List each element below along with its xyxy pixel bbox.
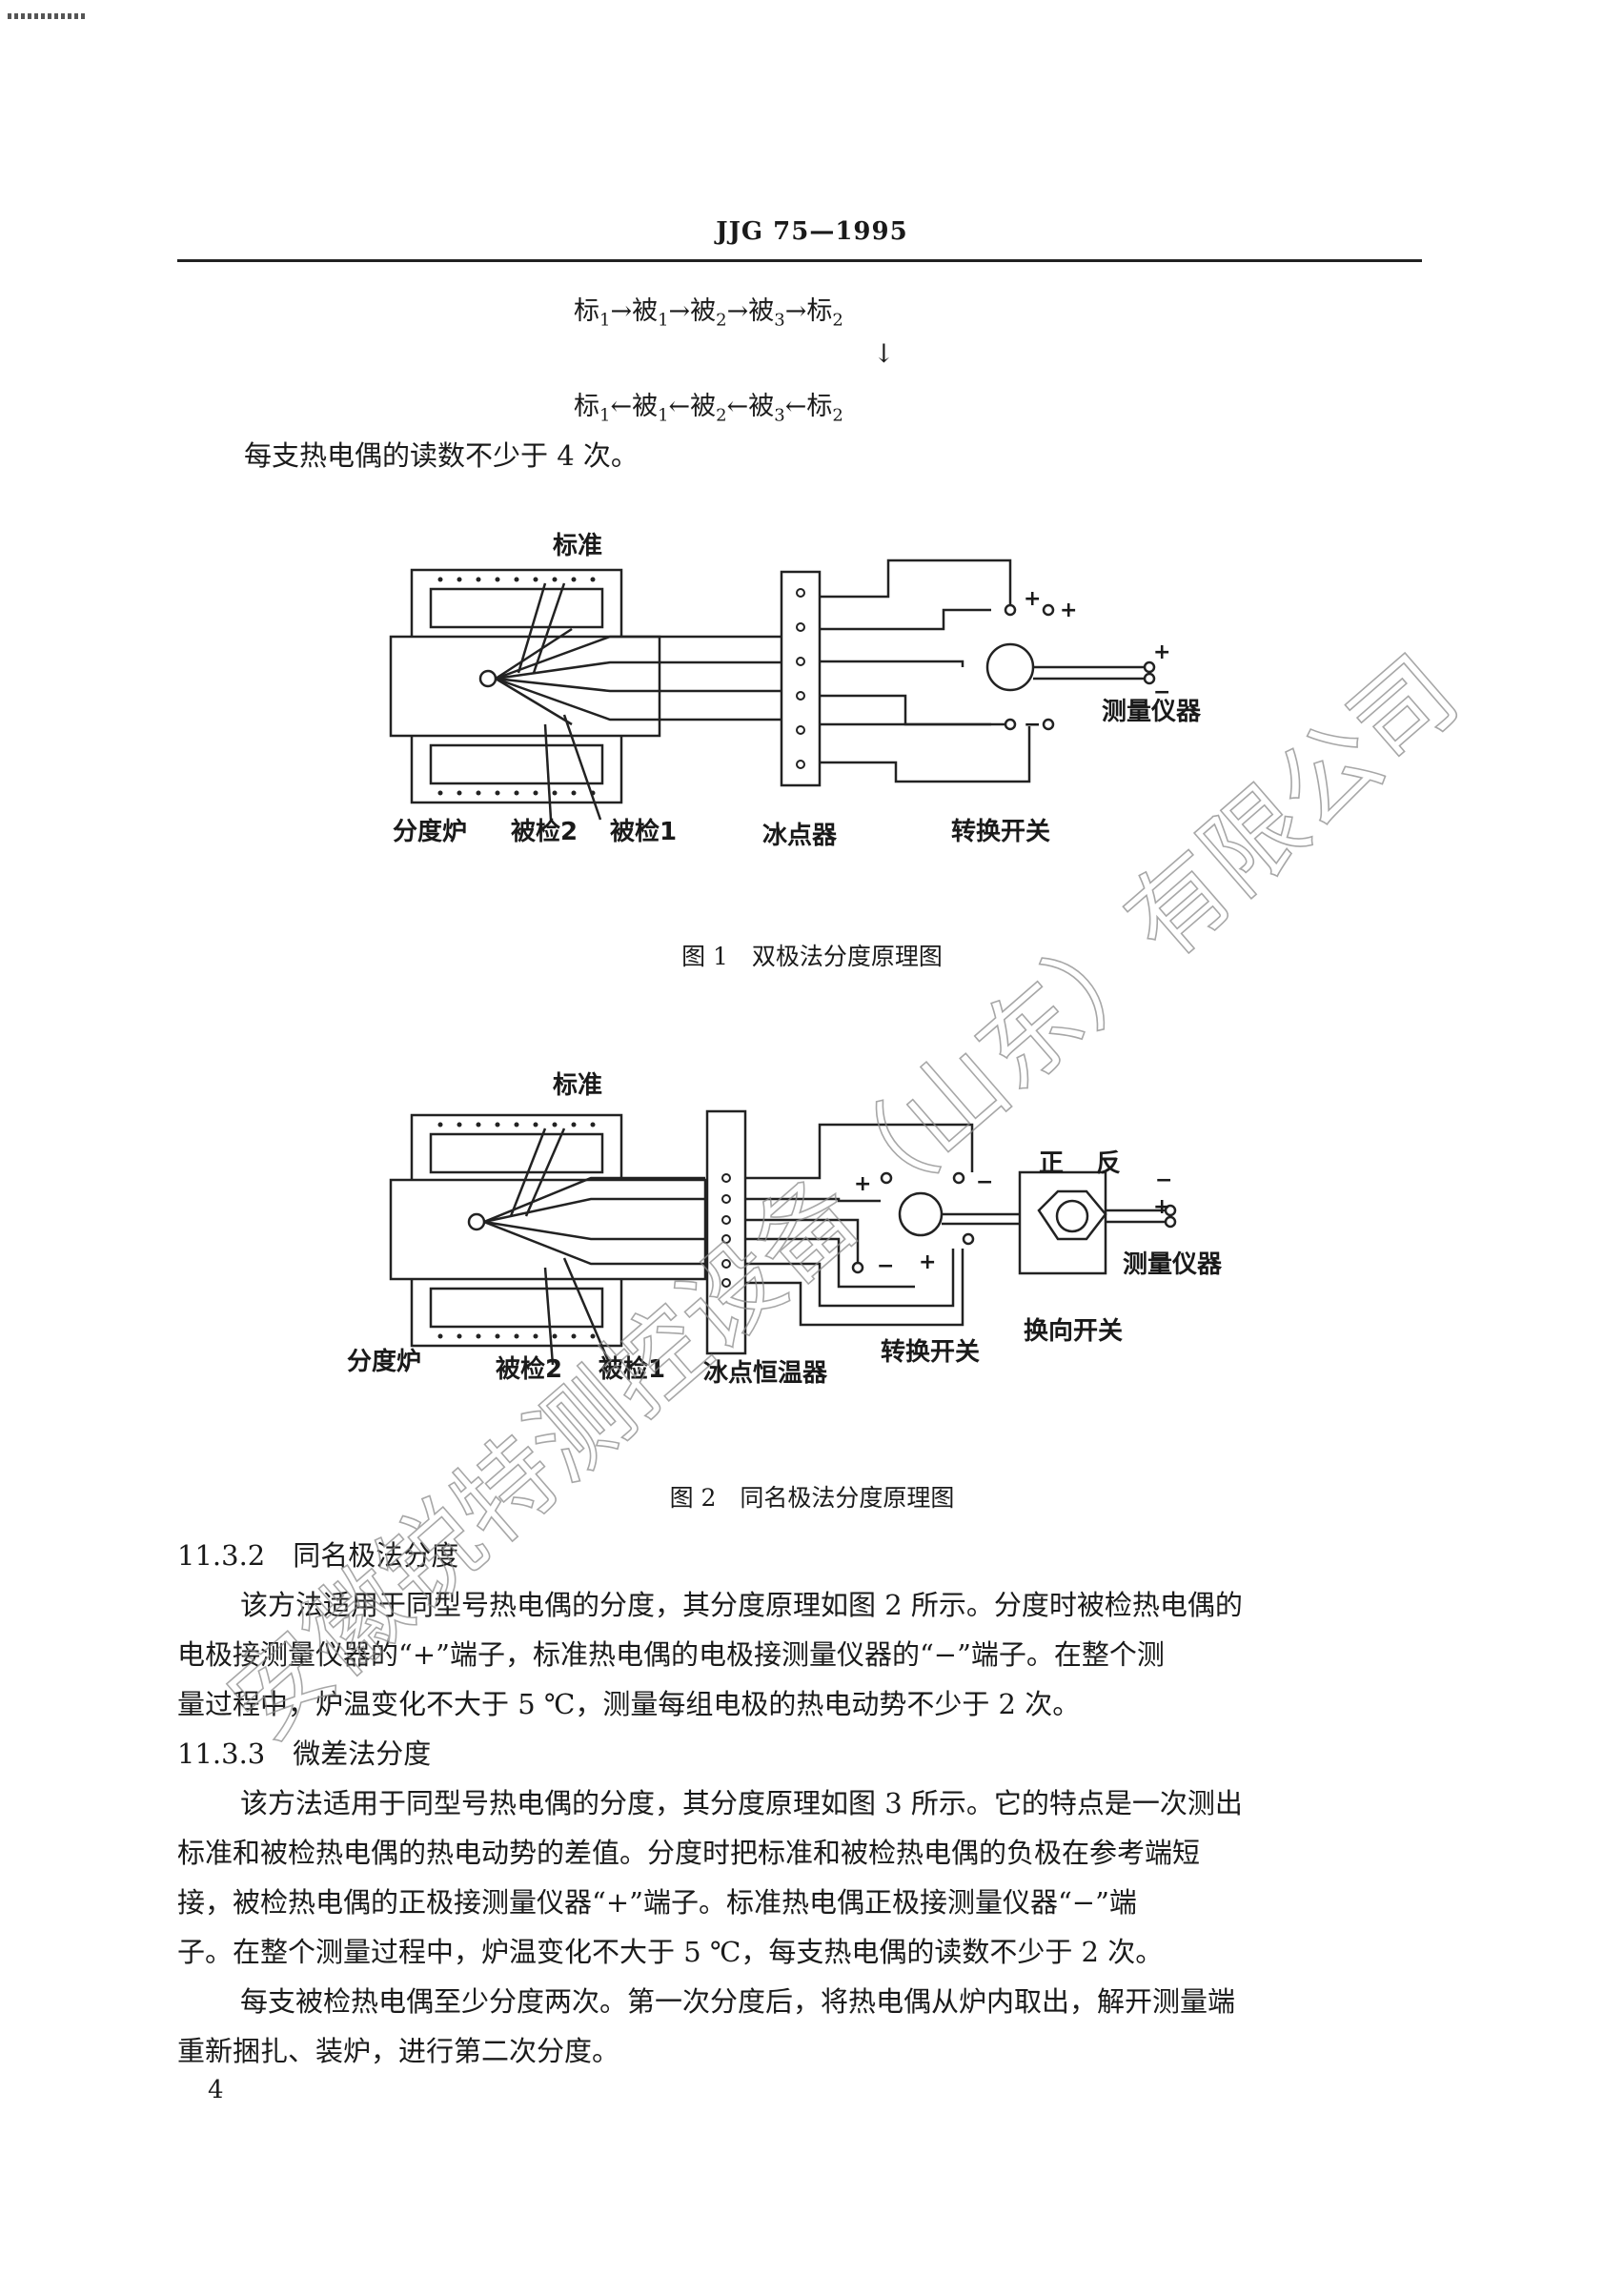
figure-1-diagram — [389, 559, 1156, 821]
fig2-label-forward: 正 — [1039, 1149, 1065, 1178]
figure-2-caption: 图 2 同名极法分度原理图 — [669, 1484, 955, 1512]
seq-item: 被1 — [632, 392, 669, 426]
figure-1-caption: 图 1 双极法分度原理图 — [681, 943, 943, 970]
fig2-label-test1: 被检1 — [599, 1355, 666, 1384]
fig2-plus-2: + — [1153, 1195, 1171, 1219]
paragraph-line: 量过程中，炉温变化不大于 5 ℃，测量每组电极的热电动势不少于 2 次。 — [177, 1688, 1081, 1720]
fig1-plus-2: + — [1060, 599, 1078, 622]
intro-line: 每支热电偶的读数不少于 4 次。 — [244, 439, 639, 472]
paragraph-line: 接，被检热电偶的正极接测量仪器“+”端子。标准热电偶正极接测量仪器“−”端 — [177, 1886, 1137, 1919]
arrow-left-icon: ← — [610, 392, 633, 421]
fig1-label-switch: 转换开关 — [951, 818, 1051, 846]
fig1-label-furnace: 分度炉 — [393, 818, 468, 846]
paragraph-line: 每支被检热电偶至少分度两次。第一次分度后，将热电偶从炉内取出，解开测量端 — [240, 1985, 1236, 2018]
seq-item: 被3 — [748, 392, 785, 426]
seq-item: 被3 — [748, 296, 785, 331]
paragraph-line: 该方法适用于同型号热电偶的分度，其分度原理如图 2 所示。分度时被检热电偶的 — [240, 1589, 1243, 1621]
fig2-minus-1: − — [976, 1170, 994, 1194]
fig2-label-switch: 转换开关 — [881, 1338, 981, 1367]
fig2-label-furnace: 分度炉 — [347, 1348, 422, 1376]
page-number: 4 — [208, 2076, 224, 2104]
arrow-right-icon: → — [668, 296, 691, 326]
paragraph-line: 重新捆扎、装炉，进行第二次分度。 — [177, 2035, 620, 2067]
fig1-label-standard: 标准 — [553, 532, 603, 560]
fig2-label-reverse-switch: 换向开关 — [1024, 1317, 1124, 1346]
header-rule — [177, 259, 1422, 262]
paragraph-line: 子。在整个测量过程中，炉温变化不大于 5 ℃，每支热电偶的读数不少于 2 次。 — [177, 1936, 1164, 1968]
fig1-plus-1: + — [1024, 587, 1042, 611]
fig2-label-standard: 标准 — [553, 1071, 603, 1100]
document-code: JJG 75—1995 — [716, 217, 908, 246]
fig1-label-test1: 被检1 — [610, 818, 678, 846]
fig1-label-meter: 测量仪器 — [1102, 698, 1202, 726]
fig2-label-ice: 冰点恒温器 — [703, 1359, 828, 1388]
figure-2-diagram — [389, 1109, 1177, 1366]
seq-item: 被2 — [690, 296, 727, 331]
seq-item: 标1 — [574, 296, 611, 331]
seq-item: 标2 — [806, 392, 843, 426]
arrow-left-icon: ← — [668, 392, 691, 421]
fig1-plus-3: + — [1153, 640, 1171, 664]
paragraph-line: 该方法适用于同型号热电偶的分度，其分度原理如图 3 所示。它的特点是一次测出 — [240, 1787, 1243, 1819]
fig1-label-ice: 冰点器 — [762, 822, 838, 850]
arrow-left-icon: ← — [784, 392, 807, 421]
seq-item: 被1 — [632, 296, 669, 331]
fig2-minus-3: − — [877, 1254, 895, 1278]
seq-item: 被2 — [690, 392, 727, 426]
arrow-left-icon: ← — [726, 392, 749, 421]
fig1-minus-1: − — [1024, 713, 1042, 737]
arrow-right-icon: → — [610, 296, 633, 326]
paragraph-line: 标准和被检热电偶的热电动势的差值。分度时把标准和被检热电偶的负极在参考端短 — [177, 1837, 1201, 1869]
paragraph-line: 电极接测量仪器的“+”端子，标准热电偶的电极接测量仪器的“−”端子。在整个测 — [177, 1638, 1165, 1671]
arrow-right-icon: → — [726, 296, 749, 326]
fig1-minus-2: − — [1153, 681, 1171, 704]
section-heading-11-3-3: 11.3.3 微差法分度 — [177, 1737, 432, 1770]
section-heading-11-3-2: 11.3.2 同名极法分度 — [177, 1539, 459, 1572]
sequence-row-2: 标1←被1←被2←被3←标2 — [574, 385, 843, 425]
fig2-label-meter: 测量仪器 — [1123, 1250, 1223, 1279]
arrow-down-icon: ↓ — [873, 339, 895, 369]
corner-mark — [8, 13, 86, 19]
fig2-plus-1: + — [854, 1172, 872, 1196]
fig2-label-backward: 反 — [1096, 1149, 1122, 1178]
fig1-label-test2: 被检2 — [511, 818, 579, 846]
fig2-plus-3: + — [919, 1250, 937, 1274]
sequence-row-1: 标1→被1→被2→被3→标2 — [574, 290, 843, 330]
fig2-label-test2: 被检2 — [496, 1355, 563, 1384]
seq-item: 标1 — [574, 392, 611, 426]
arrow-right-icon: → — [784, 296, 807, 326]
fig2-minus-2: − — [1155, 1168, 1173, 1192]
seq-item: 标2 — [806, 296, 843, 331]
